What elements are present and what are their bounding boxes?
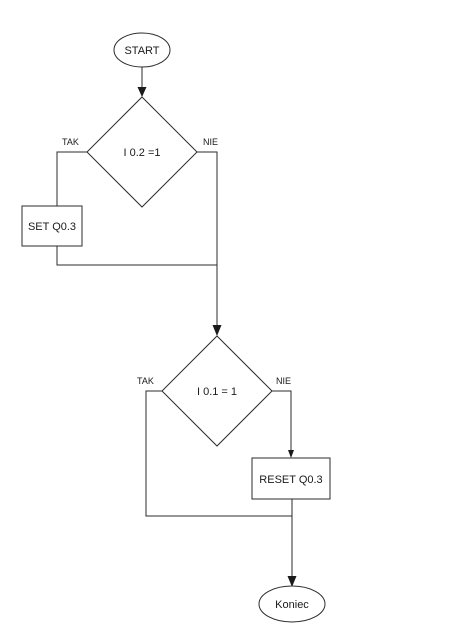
connector-decision2-no	[272, 390, 292, 451]
decision1-label: I 0.2 =1	[123, 147, 160, 159]
decision2-diamond	[161, 335, 273, 447]
end-terminator	[258, 585, 326, 623]
set-process-box	[21, 205, 83, 247]
decision1-diamond	[86, 96, 198, 208]
connector-decision1-yes	[56, 151, 87, 206]
end-label: Koniec	[275, 599, 309, 611]
arrowhead-decision2	[212, 325, 222, 336]
connector-set-to-merge	[56, 246, 217, 266]
reset-process-box	[251, 457, 331, 500]
start-label: START	[124, 45, 159, 57]
decision2-yes-label: TAK	[137, 376, 154, 386]
decision1-no-label: NIE	[203, 137, 218, 147]
reset-process-label: RESET Q0.3	[259, 474, 322, 486]
arrowhead-end	[287, 576, 297, 587]
decision1-yes-label: TAK	[62, 137, 79, 147]
arrowhead-reset	[288, 450, 294, 458]
set-process-label: SET Q0.3	[28, 221, 76, 233]
decision2-no-label: NIE	[276, 376, 291, 386]
connector-decision1-no	[197, 151, 218, 265]
arrowhead-decision1	[137, 87, 147, 97]
decision2-label: I 0.1 = 1	[197, 386, 237, 398]
connector-decision2-yes	[145, 390, 292, 517]
